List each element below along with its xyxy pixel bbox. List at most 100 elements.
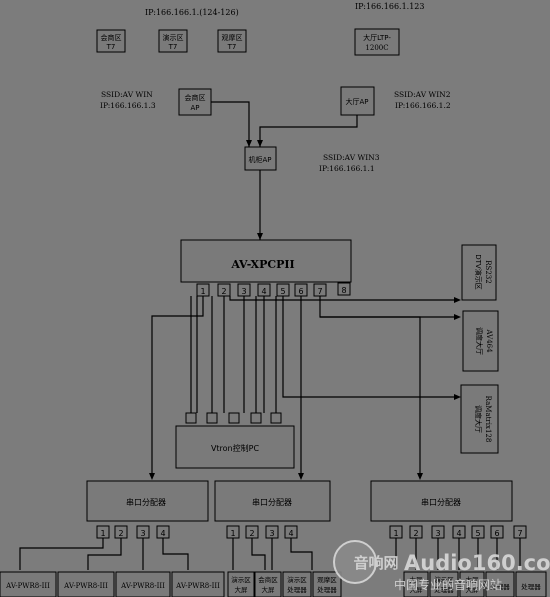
ip-top-left: IP:166.166.1.(124-126) [145,8,239,17]
mid-out-line1: 会商区 [258,575,278,584]
mid-out-line1: 演示区 [231,575,251,584]
t7-view-line2: T7 [227,43,237,51]
ap-hall-label: 大厅AP [345,97,368,106]
right-outputs: 大厅 大屏 演示区 处理器 大厅 大屏 处理器 处理器 [403,571,547,597]
watermark-cn: 音响网 [353,554,398,572]
mid-out-line1: 观摩区 [317,575,337,584]
port-4: 4 [257,283,271,297]
controller-ports: 1 2 3 4 5 6 7 8 [196,282,351,297]
side-dtv-line2: RS232 [484,260,492,283]
mid-out-line2: 大屏 [262,585,276,594]
side-dtv-line1: DTV演示区 [474,254,483,289]
ap-connectors [211,101,358,240]
side-av464-line1: 调度大厅 [475,327,484,355]
ip-win: IP:166.166.1.3 [100,101,156,110]
right-out-line1: 大厅 [466,575,480,584]
splitter-right-ports: 1 2 3 4 5 6 7 [389,525,527,539]
mid-out-line2: 处理器 [317,585,337,594]
watermark: 音响网 Audio160.com 中国专业的音响网站 [333,540,550,592]
ap-meeting-box: 会商区 AP [178,88,212,116]
ap-meeting-line2: AP [190,104,199,112]
ap-hall-box: 大厅AP [340,86,375,116]
t7-demo-line2: T7 [168,43,178,51]
port-1: 1 [196,283,210,297]
side-device-dtv: DTV演示区 RS232 [461,244,497,301]
side-device-av464: 调度大厅 AV464 [462,310,499,372]
pwr-device-label: AV-PWR8-III [175,582,220,590]
sp-port-label: 1 [230,529,235,538]
mid-outputs: 演示区 大屏 会商区 大屏 演示区 处理器 观摩区 处理器 [227,571,342,597]
ltp-hall-box: 大厅LTP- 1200C [354,28,400,56]
sp-port-label: 7 [517,529,522,538]
splitter-left-label: 串口分配器 [126,498,166,507]
output-connectors [19,538,521,570]
port-2: 2 [217,283,231,297]
t7-demo-box: 演示区 T7 [158,29,188,53]
pwr-device-label: AV-PWR8-III [63,582,108,590]
port-label: 4 [261,287,266,296]
splitter-right-label: 串口分配器 [421,498,461,507]
port-label: 6 [298,287,303,296]
port-8: 8 [337,282,351,296]
pwr-devices: AV-PWR8-III AV-PWR8-III AV-PWR8-III AV-P… [0,571,225,597]
vtron-pc-label: Vtron控制PC [211,443,260,453]
main-controller-label: AV-XPCPII [230,258,294,271]
t7-view-box: 观摩区 T7 [217,29,247,53]
ip-win3: IP:166.166.1.1 [319,164,375,173]
vtron-pc: Vtron控制PC [175,412,295,469]
ap-meeting-line1: 会商区 [185,93,206,102]
sp-port-label: 2 [249,529,254,538]
right-out-line1: 处理器 [490,582,510,591]
sp-port-label: 4 [160,529,165,538]
mid-out-line1: 演示区 [287,575,307,584]
t7-demo-line1: 演示区 [163,33,184,42]
port-label: 5 [280,287,285,296]
port-7: 7 [313,283,327,297]
sp-port-label: 2 [413,529,418,538]
port-label: 7 [317,287,322,296]
t7-meeting-line1: 会商区 [101,33,122,42]
splitter-mid-ports: 1 2 3 4 [226,525,298,539]
watermark-en: Audio160.com [404,551,550,575]
port-3: 3 [237,283,251,297]
splitter-left-ports: 1 2 3 4 [96,525,170,539]
control-connections [149,296,461,480]
sp-port-label: 3 [140,529,145,538]
splitter-mid: 串口分配器 [214,480,331,522]
t7-meeting-line2: T7 [106,43,116,51]
ltp-hall-line1: 大厅LTP- [363,33,391,42]
ap-room-label: 机柜AP [248,155,271,164]
main-controller: AV-XPCPII [180,239,352,283]
port-label: 3 [241,287,246,296]
sp-port-label: 6 [494,529,499,538]
watermark-sub: 中国专业的音响网站 [394,577,502,592]
pwr-device-label: AV-PWR8-III [5,582,50,590]
ip-win2: IP:166.166.1.2 [395,101,451,110]
mid-out-line2: 大屏 [235,585,249,594]
splitter-right: 串口分配器 [370,480,513,522]
side-device-ramatrix: 调度大厅 RaMatrix128 [460,384,499,454]
splitter-left: 串口分配器 [86,480,209,522]
ssid-win3: SSID:AV WIN3 [323,153,380,162]
port-5: 5 [276,283,290,297]
ip-top-right: IP:166.166.1.123 [355,2,424,11]
port-6: 6 [294,283,308,297]
sp-port-label: 3 [435,529,440,538]
right-out-line1: 处理器 [521,582,541,591]
sp-port-label: 3 [269,529,274,538]
side-av464-line2: AV464 [485,328,493,353]
right-out-line2: 大屏 [410,585,424,594]
port-label: 1 [200,287,205,296]
side-ramatrix-line2: RaMatrix128 [484,396,492,443]
right-out-line1: 演示区 [434,575,454,584]
splitter-mid-label: 串口分配器 [252,498,292,507]
t7-meeting-box: 会商区 T7 [96,29,126,53]
sp-port-label: 1 [393,529,398,538]
ssid-win: SSID:AV WIN [101,90,153,99]
sp-port-label: 4 [288,529,293,538]
right-out-line1: 大厅 [410,575,424,584]
ltp-hall-line2: 1200C [365,44,388,52]
ap-room-box: 机柜AP [244,146,277,171]
